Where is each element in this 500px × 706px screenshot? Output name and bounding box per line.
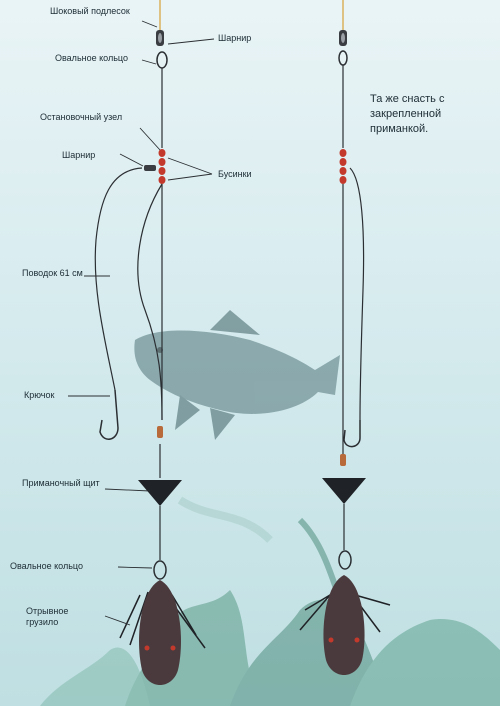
hook-shape <box>99 389 119 440</box>
left-rig <box>94 0 206 685</box>
leash-line <box>94 167 143 391</box>
label-stop-knot: Остановочный узел <box>40 112 123 122</box>
label-sinker: Отрывное грузило <box>26 606 69 627</box>
label-oval-ring-top: Овальное кольцо <box>55 53 128 63</box>
label-hook: Крючок <box>24 390 55 400</box>
label-oval-ring-bottom: Овальное кольцо <box>10 561 83 571</box>
oval-ring-bottom <box>153 560 167 580</box>
label-swivel-top: Шарнир <box>218 33 252 43</box>
right-rig <box>299 0 391 675</box>
label-bait-shield: Приманочный щит <box>22 478 100 488</box>
label-swivel-mid: Шарнир <box>62 150 96 160</box>
lower-swivel <box>157 426 163 438</box>
bead-stack <box>158 149 166 184</box>
seaweed <box>40 496 500 706</box>
mid-swivel <box>144 165 156 171</box>
top-swivel <box>156 30 164 46</box>
bass-fish <box>134 310 340 440</box>
leader-lines <box>68 20 215 626</box>
label-leash: Поводок 61 см <box>22 268 83 278</box>
label-shock-leader: Шоковый подлесок <box>50 6 130 16</box>
label-beads: Бусинки <box>218 169 252 179</box>
oval-ring-top <box>156 51 168 69</box>
note-same-rig: Та же снасть с закрепленной приманкой. <box>370 93 445 135</box>
break-away-sinker <box>119 580 206 685</box>
bait-shield <box>138 480 182 506</box>
